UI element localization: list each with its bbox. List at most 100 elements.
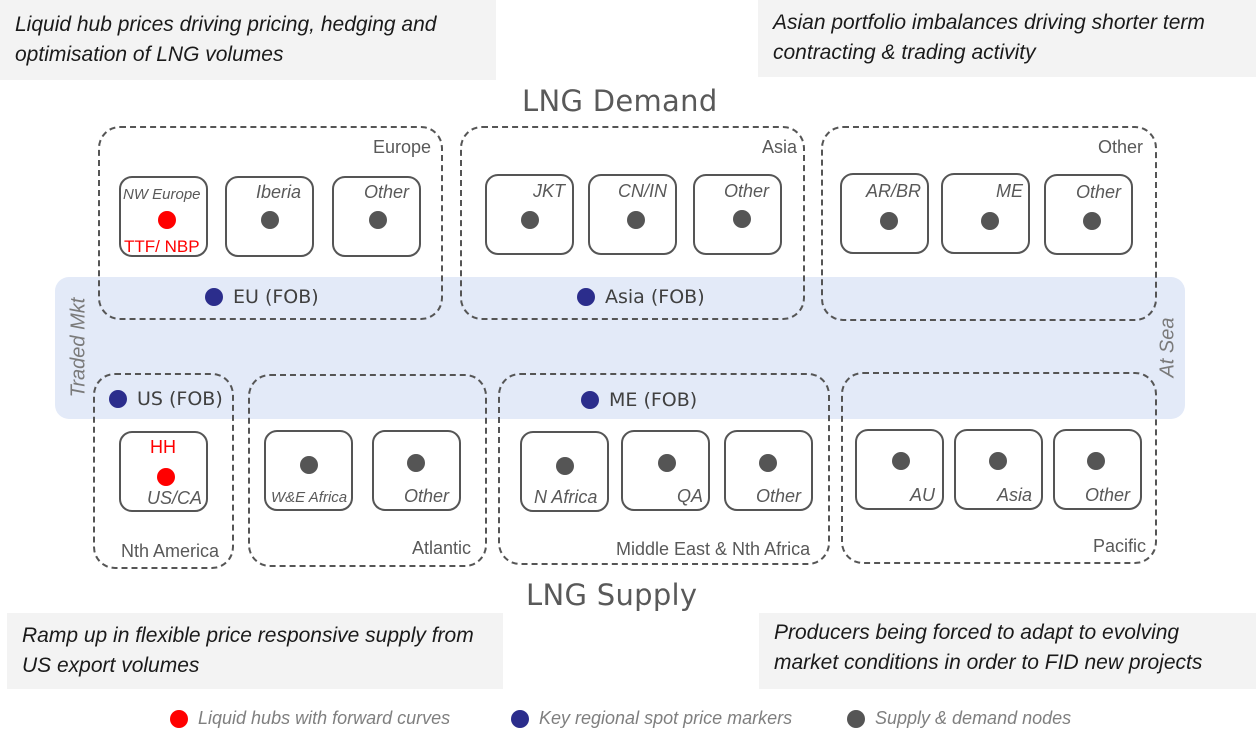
spot-marker-eu-fob: EU (FOB) [205, 286, 319, 308]
node-label-atlantic-other: Other [404, 486, 450, 506]
node-qa[interactable] [621, 430, 710, 511]
legend-dot-navy-icon [511, 709, 529, 728]
node-au[interactable] [855, 429, 944, 510]
node-label-other-other: Other [1076, 182, 1122, 202]
hub-dot-hh [157, 468, 175, 486]
node-label-ar-br: AR/BR [866, 181, 922, 201]
node-me-other[interactable] [724, 430, 813, 511]
node-dot-pacific-other [1087, 452, 1105, 470]
spot-label-asia-fob: Asia (FOB) [605, 286, 705, 308]
supply-group-middle-east [498, 373, 830, 565]
supply-group-atlantic [248, 374, 487, 567]
node-label-jkt: JKT [533, 181, 566, 201]
demand-title: LNG Demand [522, 84, 718, 118]
legend-dot-grey-icon [847, 709, 865, 728]
node-label-qa: QA [677, 486, 704, 506]
node-asia-other[interactable] [693, 174, 782, 255]
spot-label-us-fob: US (FOB) [137, 388, 223, 410]
group-label-atlantic: Atlantic [412, 538, 472, 558]
legend-item-nodes: Supply & demand nodes [847, 708, 1071, 729]
node-jkt[interactable] [485, 174, 574, 255]
spot-label-me-fob: ME (FOB) [609, 389, 698, 411]
node-dot-qa [658, 454, 676, 472]
node-we-africa[interactable] [264, 430, 353, 511]
note-bottom-left-text: Ramp up in flexible price responsive sup… [22, 624, 474, 677]
spot-label-eu-fob: EU (FOB) [233, 286, 319, 308]
node-label-we-africa: W&E Africa [271, 489, 348, 506]
hub-label-hh: HH [150, 437, 176, 457]
node-dot-europe-other [369, 211, 387, 229]
demand-group-other [821, 126, 1157, 321]
group-label-asia: Asia [762, 137, 798, 157]
node-dot-other-other [1083, 212, 1101, 230]
node-asia-supply[interactable] [954, 429, 1043, 510]
note-bottom-right-text: Producers being forced to adapt to evolv… [774, 621, 1203, 674]
node-dot-asia-other [733, 210, 751, 228]
hub-label-ttf-nbp: TTF/ NBP [124, 237, 200, 256]
node-ar-br[interactable] [840, 173, 929, 254]
node-label-asia-other: Other [724, 181, 770, 201]
legend-label-nodes: Supply & demand nodes [875, 708, 1072, 728]
node-dot-me-demand [981, 212, 999, 230]
node-label-cn-in: CN/IN [618, 181, 667, 201]
node-label-me-demand: ME [996, 181, 1023, 201]
node-atlantic-other[interactable] [372, 430, 461, 511]
spot-dot-eu-fob [205, 288, 223, 306]
spot-dot-me-fob [581, 391, 599, 409]
legend-item-spot-markers: Key regional spot price markers [511, 708, 792, 729]
node-dot-jkt [521, 211, 539, 229]
note-bottom-left: Ramp up in flexible price responsive sup… [7, 613, 503, 689]
group-label-nth-america: Nth America [121, 541, 220, 561]
node-label-europe-other: Other [364, 182, 410, 202]
node-dot-we-africa [300, 456, 318, 474]
node-pacific-other[interactable] [1053, 429, 1142, 510]
node-dot-atlantic-other [407, 454, 425, 472]
spot-marker-asia-fob: Asia (FOB) [577, 286, 705, 308]
node-label-asia-supply: Asia [997, 485, 1033, 505]
node-europe-other[interactable] [332, 176, 421, 257]
node-label-me-other: Other [756, 486, 802, 506]
node-label-au: AU [910, 485, 936, 505]
group-label-other: Other [1098, 137, 1144, 157]
node-dot-asia-supply [989, 452, 1007, 470]
node-other-other[interactable] [1044, 174, 1133, 255]
node-dot-n-africa [556, 457, 574, 475]
spot-dot-us-fob [109, 390, 127, 408]
legend-item-liquid-hubs: Liquid hubs with forward curves [170, 708, 450, 729]
hub-dot-ttf-nbp [158, 211, 176, 229]
node-dot-me-other [759, 454, 777, 472]
group-label-pacific: Pacific [1093, 536, 1147, 556]
node-n-africa[interactable] [520, 431, 609, 512]
note-top-left: Liquid hub prices driving pricing, hedgi… [0, 0, 496, 80]
at-sea-label: At Sea [1156, 317, 1179, 378]
node-dot-iberia [261, 211, 279, 229]
demand-group-europe [98, 126, 443, 320]
node-label-iberia: Iberia [256, 182, 302, 202]
node-label-n-africa: N Africa [534, 487, 598, 507]
group-label-europe: Europe [373, 137, 432, 157]
node-dot-ar-br [880, 212, 898, 230]
spot-marker-us-fob: US (FOB) [109, 388, 223, 410]
supply-group-nth-america [93, 373, 234, 569]
supply-group-pacific [841, 372, 1157, 564]
node-dot-cn-in [627, 211, 645, 229]
node-nw-europe[interactable] [119, 176, 208, 257]
demand-group-asia [460, 126, 805, 320]
traded-market-band [55, 277, 1185, 419]
note-top-right-text: Asian portfolio imbalances driving short… [773, 11, 1205, 64]
node-iberia[interactable] [225, 176, 314, 257]
spot-marker-me-fob: ME (FOB) [581, 389, 697, 411]
node-me-demand[interactable] [941, 173, 1030, 254]
legend-label-liquid-hubs: Liquid hubs with forward curves [198, 708, 451, 728]
note-top-left-text: Liquid hub prices driving pricing, hedgi… [15, 13, 437, 66]
group-label-middle-east: Middle East & Nth Africa [616, 539, 811, 559]
node-us-ca[interactable] [119, 431, 208, 512]
node-label-us-ca: US/CA [147, 488, 203, 508]
node-label-pacific-other: Other [1085, 485, 1131, 505]
note-top-right: Asian portfolio imbalances driving short… [758, 0, 1256, 77]
spot-dot-asia-fob [577, 288, 595, 306]
node-dot-au [892, 452, 910, 470]
node-cn-in[interactable] [588, 174, 677, 255]
note-bottom-right: Producers being forced to adapt to evolv… [759, 613, 1256, 689]
node-label-nw-europe: NW Europe [123, 186, 201, 203]
